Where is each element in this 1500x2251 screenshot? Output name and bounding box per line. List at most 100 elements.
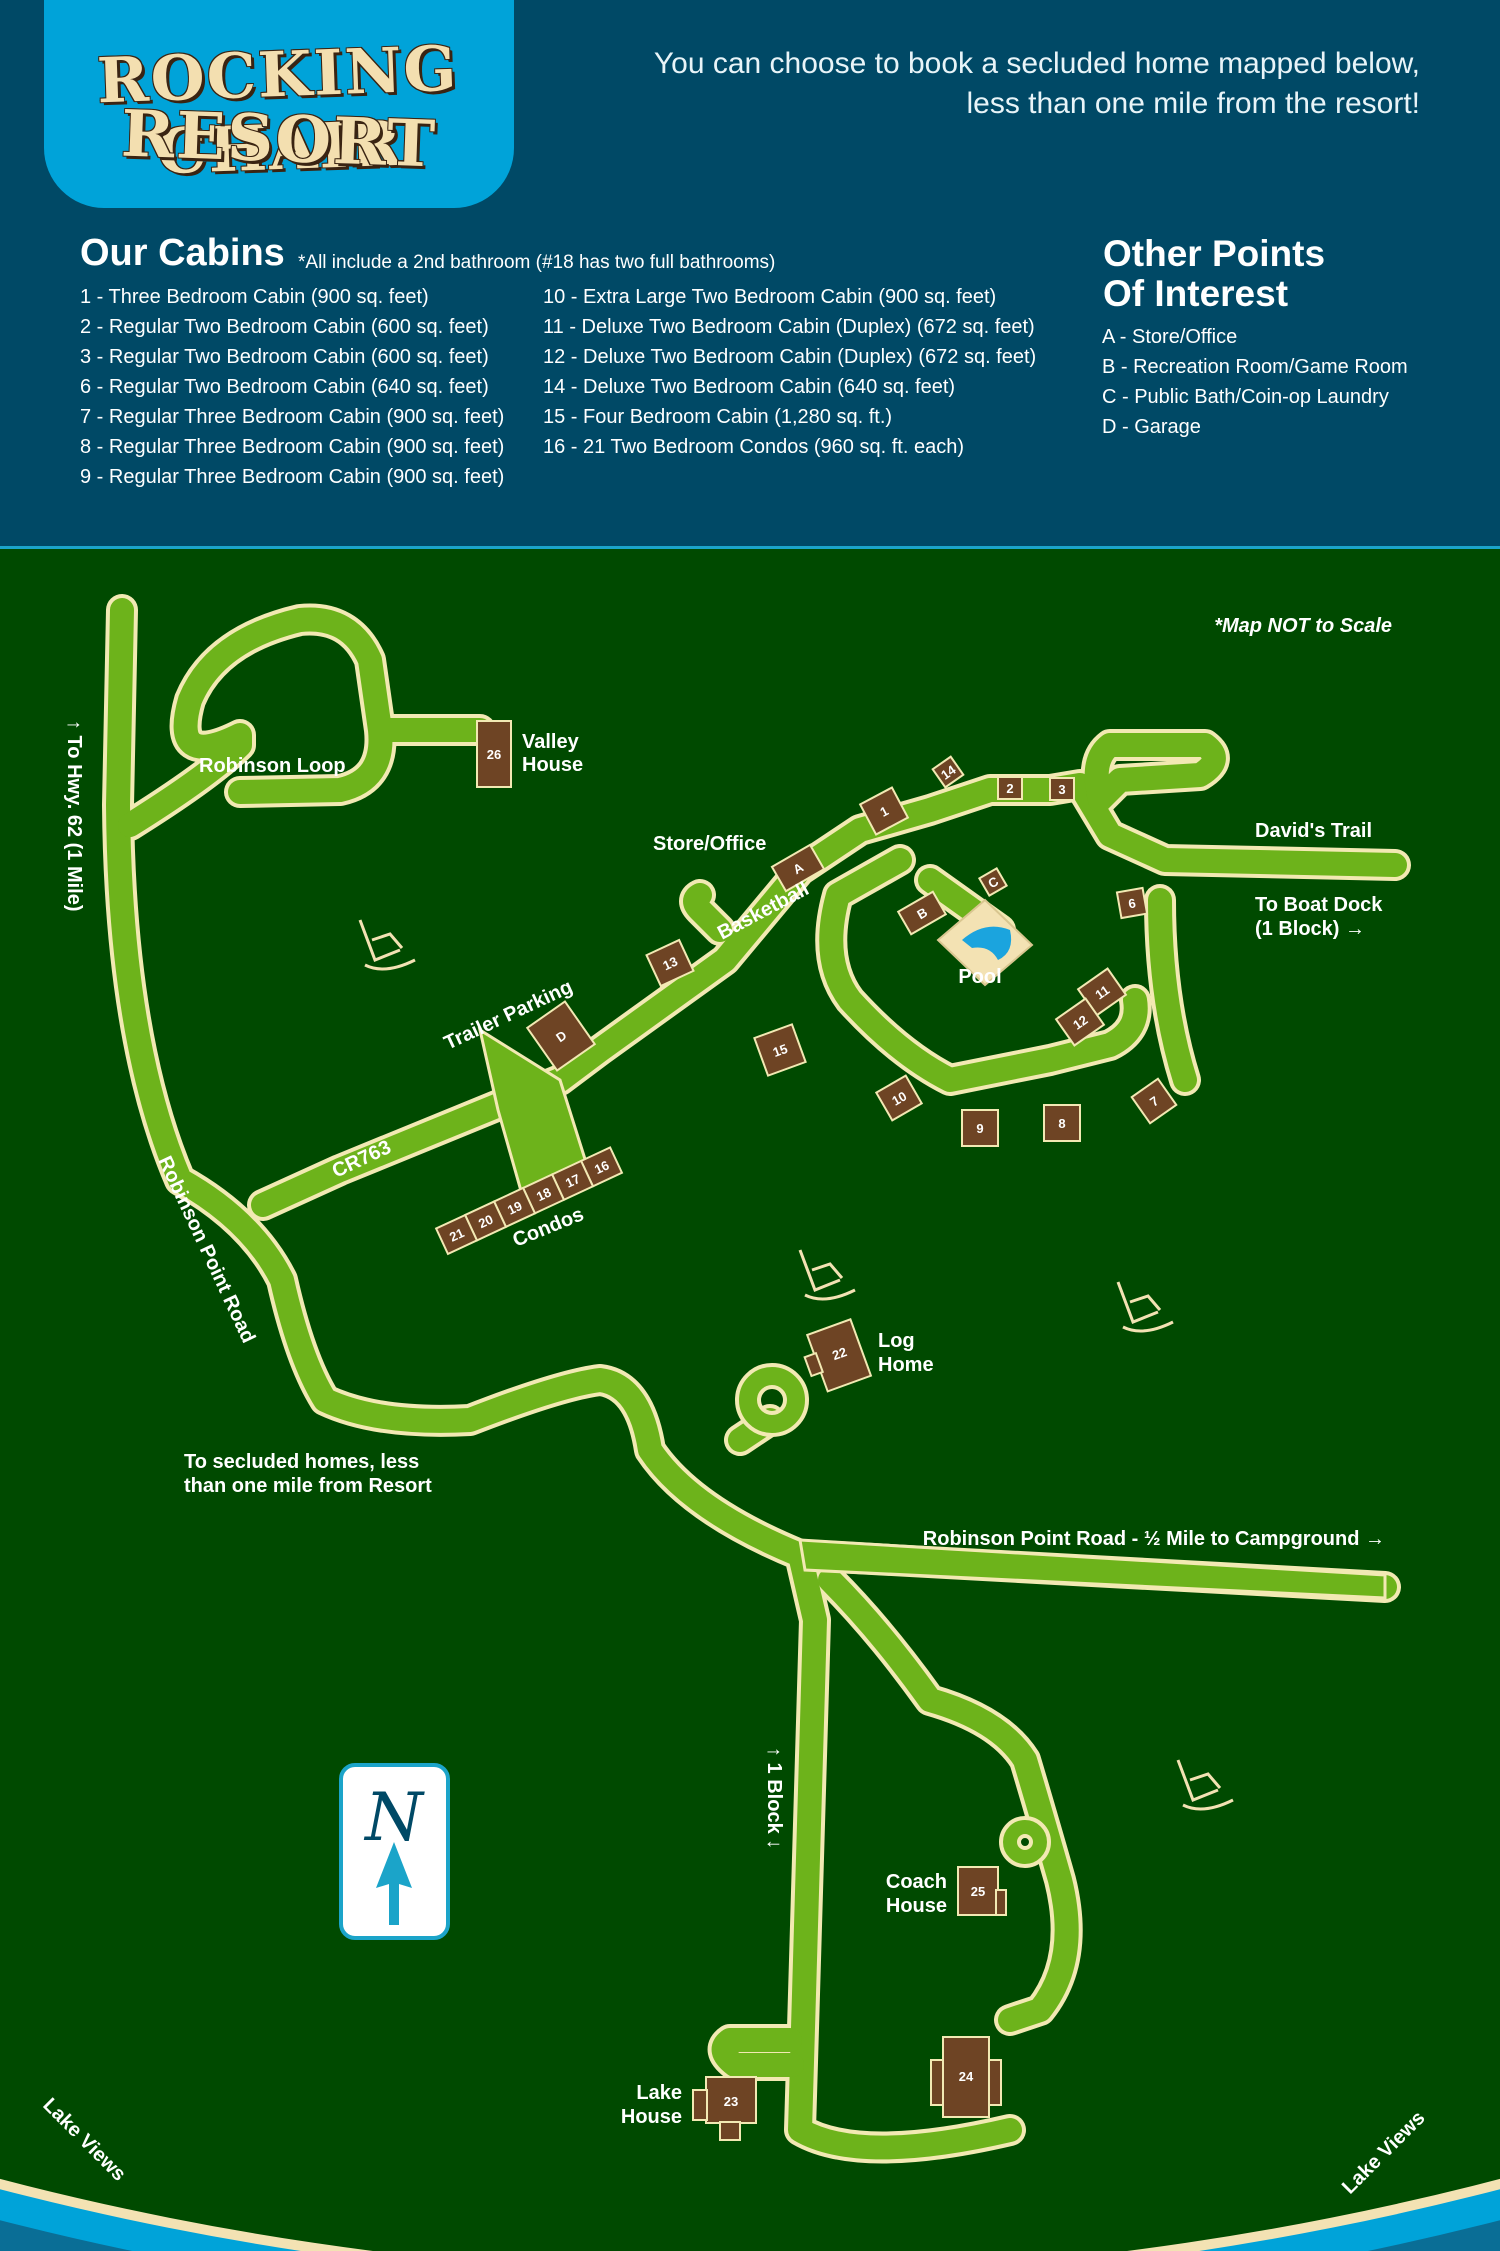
road-basketball: [683, 883, 732, 942]
label-to-campground: Robinson Point Road - ½ Mile to Campgrou…: [923, 1528, 1385, 1550]
label-pool: Pool: [958, 966, 1001, 988]
svg-text:9: 9: [976, 1121, 983, 1136]
north-compass: N: [339, 1763, 450, 1940]
cabin-item: 11 - Deluxe Two Bedroom Cabin (Duplex) (…: [543, 316, 1035, 338]
tagline-line-2: less than one mile from the resort!: [966, 87, 1420, 120]
building-22: 22: [803, 1318, 873, 1393]
label-lake-house-1: Lake: [636, 2082, 682, 2104]
svg-text:23: 23: [724, 2094, 738, 2109]
building-10: 10: [874, 1074, 924, 1122]
label-secluded-homes-1: To secluded homes, less: [184, 1451, 419, 1473]
label-log-home-1: Log: [878, 1330, 915, 1352]
poi-item: A - Store/Office: [1102, 326, 1238, 348]
logo: ROCKING CHAIR RESORT: [44, 0, 514, 208]
road-robinson-loop: [118, 607, 492, 837]
poi-item: D - Garage: [1102, 416, 1201, 438]
svg-text:19: 19: [505, 1198, 524, 1218]
map-not-to-scale-note: *Map NOT to Scale: [1214, 615, 1392, 637]
building-C: C: [977, 866, 1009, 898]
pool-water: [962, 926, 1012, 960]
label-davids-trail: David's Trail: [1255, 820, 1372, 842]
cabin-item: 15 - Four Bedroom Cabin (1,280 sq. ft.): [543, 406, 893, 428]
cabins-list-col-1: 1 - Three Bedroom Cabin (900 sq. feet) 2…: [80, 282, 504, 492]
label-lake-house-2: House: [621, 2106, 682, 2128]
condos: 16 17 18 19 20 21: [434, 1146, 624, 1256]
svg-text:16: 16: [592, 1157, 611, 1177]
cabin-item: 8 - Regular Three Bedroom Cabin (900 sq.…: [80, 436, 505, 458]
building-A: A: [770, 843, 826, 893]
building-24: 24: [930, 2036, 1002, 2118]
cabin-item: 10 - Extra Large Two Bedroom Cabin (900 …: [543, 286, 997, 308]
svg-text:25: 25: [971, 1884, 985, 1899]
svg-text:2: 2: [1006, 781, 1013, 796]
label-log-home-2: Home: [878, 1354, 934, 1376]
building-3: 3: [1049, 777, 1075, 801]
poi-list: A - Store/Office B - Recreation Room/Gam…: [1102, 322, 1408, 442]
svg-text:3: 3: [1058, 782, 1065, 797]
cabins-note: *All include a 2nd bathroom (#18 has two…: [298, 252, 776, 273]
poi-title-line-2: Of Interest: [1103, 273, 1289, 314]
building-16: 16: [579, 1146, 624, 1188]
building-8: 8: [1043, 1104, 1081, 1142]
svg-text:22: 22: [830, 1344, 849, 1363]
label-to-hwy: ↑ To Hwy. 62 (1 Mile): [63, 720, 85, 912]
svg-text:20: 20: [476, 1212, 495, 1232]
svg-text:21: 21: [447, 1225, 466, 1245]
label-valley-house-2: House: [522, 754, 583, 776]
cabin-item: 14 - Deluxe Two Bedroom Cabin (640 sq. f…: [543, 376, 956, 398]
road-coach-route: [818, 1568, 1079, 2032]
svg-text:17: 17: [563, 1171, 582, 1191]
building-14: 14: [931, 755, 965, 789]
label-store-office: Store/Office: [653, 833, 766, 855]
cul-de-sac-log-home-fill: [739, 1367, 805, 1433]
cabins-list-col-2: 10 - Extra Large Two Bedroom Cabin (900 …: [543, 282, 1036, 462]
building-9: 9: [961, 1109, 999, 1147]
road-lake-spur: [711, 2028, 804, 2077]
road-east-branch: [1148, 888, 1197, 1092]
rocking-chair-icon: [1176, 1759, 1234, 1811]
campground-road-wedge: [798, 1538, 1387, 1600]
building-6: 6: [1115, 886, 1149, 920]
north-arrow-icon: [376, 1842, 412, 1925]
svg-text:13: 13: [660, 954, 679, 974]
poi-title: Other Points Of Interest: [1103, 234, 1403, 314]
building-D: D: [525, 1000, 597, 1072]
buildings: 26 1 14 2 3 A C B 6 13 D 11 12 15 10 9 8…: [434, 720, 1178, 2141]
svg-text:8: 8: [1058, 1116, 1065, 1131]
cabin-item: 9 - Regular Three Bedroom Cabin (900 sq.…: [80, 466, 505, 488]
cabin-item: 2 - Regular Two Bedroom Cabin (600 sq. f…: [80, 316, 489, 338]
cabin-item: 7 - Regular Three Bedroom Cabin (900 sq.…: [80, 406, 505, 428]
tagline: You can choose to book a secluded home m…: [520, 44, 1420, 124]
building-19: 19: [492, 1186, 537, 1229]
header-divider: [0, 546, 1500, 549]
building-17: 17: [550, 1159, 595, 1202]
cabin-item: 1 - Three Bedroom Cabin (900 sq. feet): [80, 286, 429, 308]
building-12: 12: [1054, 997, 1106, 1047]
resort-map: 26 1 14 2 3 A C B 6 13 D 11 12 15 10 9 8…: [0, 549, 1500, 2251]
roads: [102, 594, 1411, 2164]
building-7: 7: [1130, 1077, 1178, 1125]
tagline-line-1: You can choose to book a secluded home m…: [653, 47, 1420, 80]
road-lot: [1084, 733, 1226, 812]
building-B: B: [896, 890, 948, 936]
svg-text:24: 24: [959, 2069, 974, 2084]
rocking-chair-icons: [358, 919, 1234, 1811]
rocking-chair-icon: [1116, 1281, 1174, 1333]
building-15: 15: [753, 1023, 807, 1077]
poi-item: C - Public Bath/Coin-op Laundry: [1102, 386, 1389, 408]
building-2: 2: [997, 776, 1023, 800]
rocking-chair-icon: [358, 919, 416, 971]
cabin-item: 16 - 21 Two Bedroom Condos (960 sq. ft. …: [543, 436, 964, 458]
building-23: 23: [692, 2076, 757, 2141]
cul-de-sac-coach-fill: [1003, 1820, 1047, 1864]
header: ROCKING CHAIR RESORT You can choose to b…: [0, 0, 1500, 549]
building-26: 26: [476, 720, 512, 788]
label-coach-house-1: Coach: [886, 1871, 947, 1893]
svg-text:6: 6: [1127, 895, 1137, 911]
building-25: 25: [957, 1866, 1007, 1916]
cabin-item: 3 - Regular Two Bedroom Cabin (600 sq. f…: [80, 346, 489, 368]
cabin-item: 6 - Regular Two Bedroom Cabin (640 sq. f…: [80, 376, 489, 398]
building-1: 1: [858, 786, 910, 836]
road-main: [106, 598, 1397, 2160]
svg-text:18: 18: [534, 1184, 553, 1204]
